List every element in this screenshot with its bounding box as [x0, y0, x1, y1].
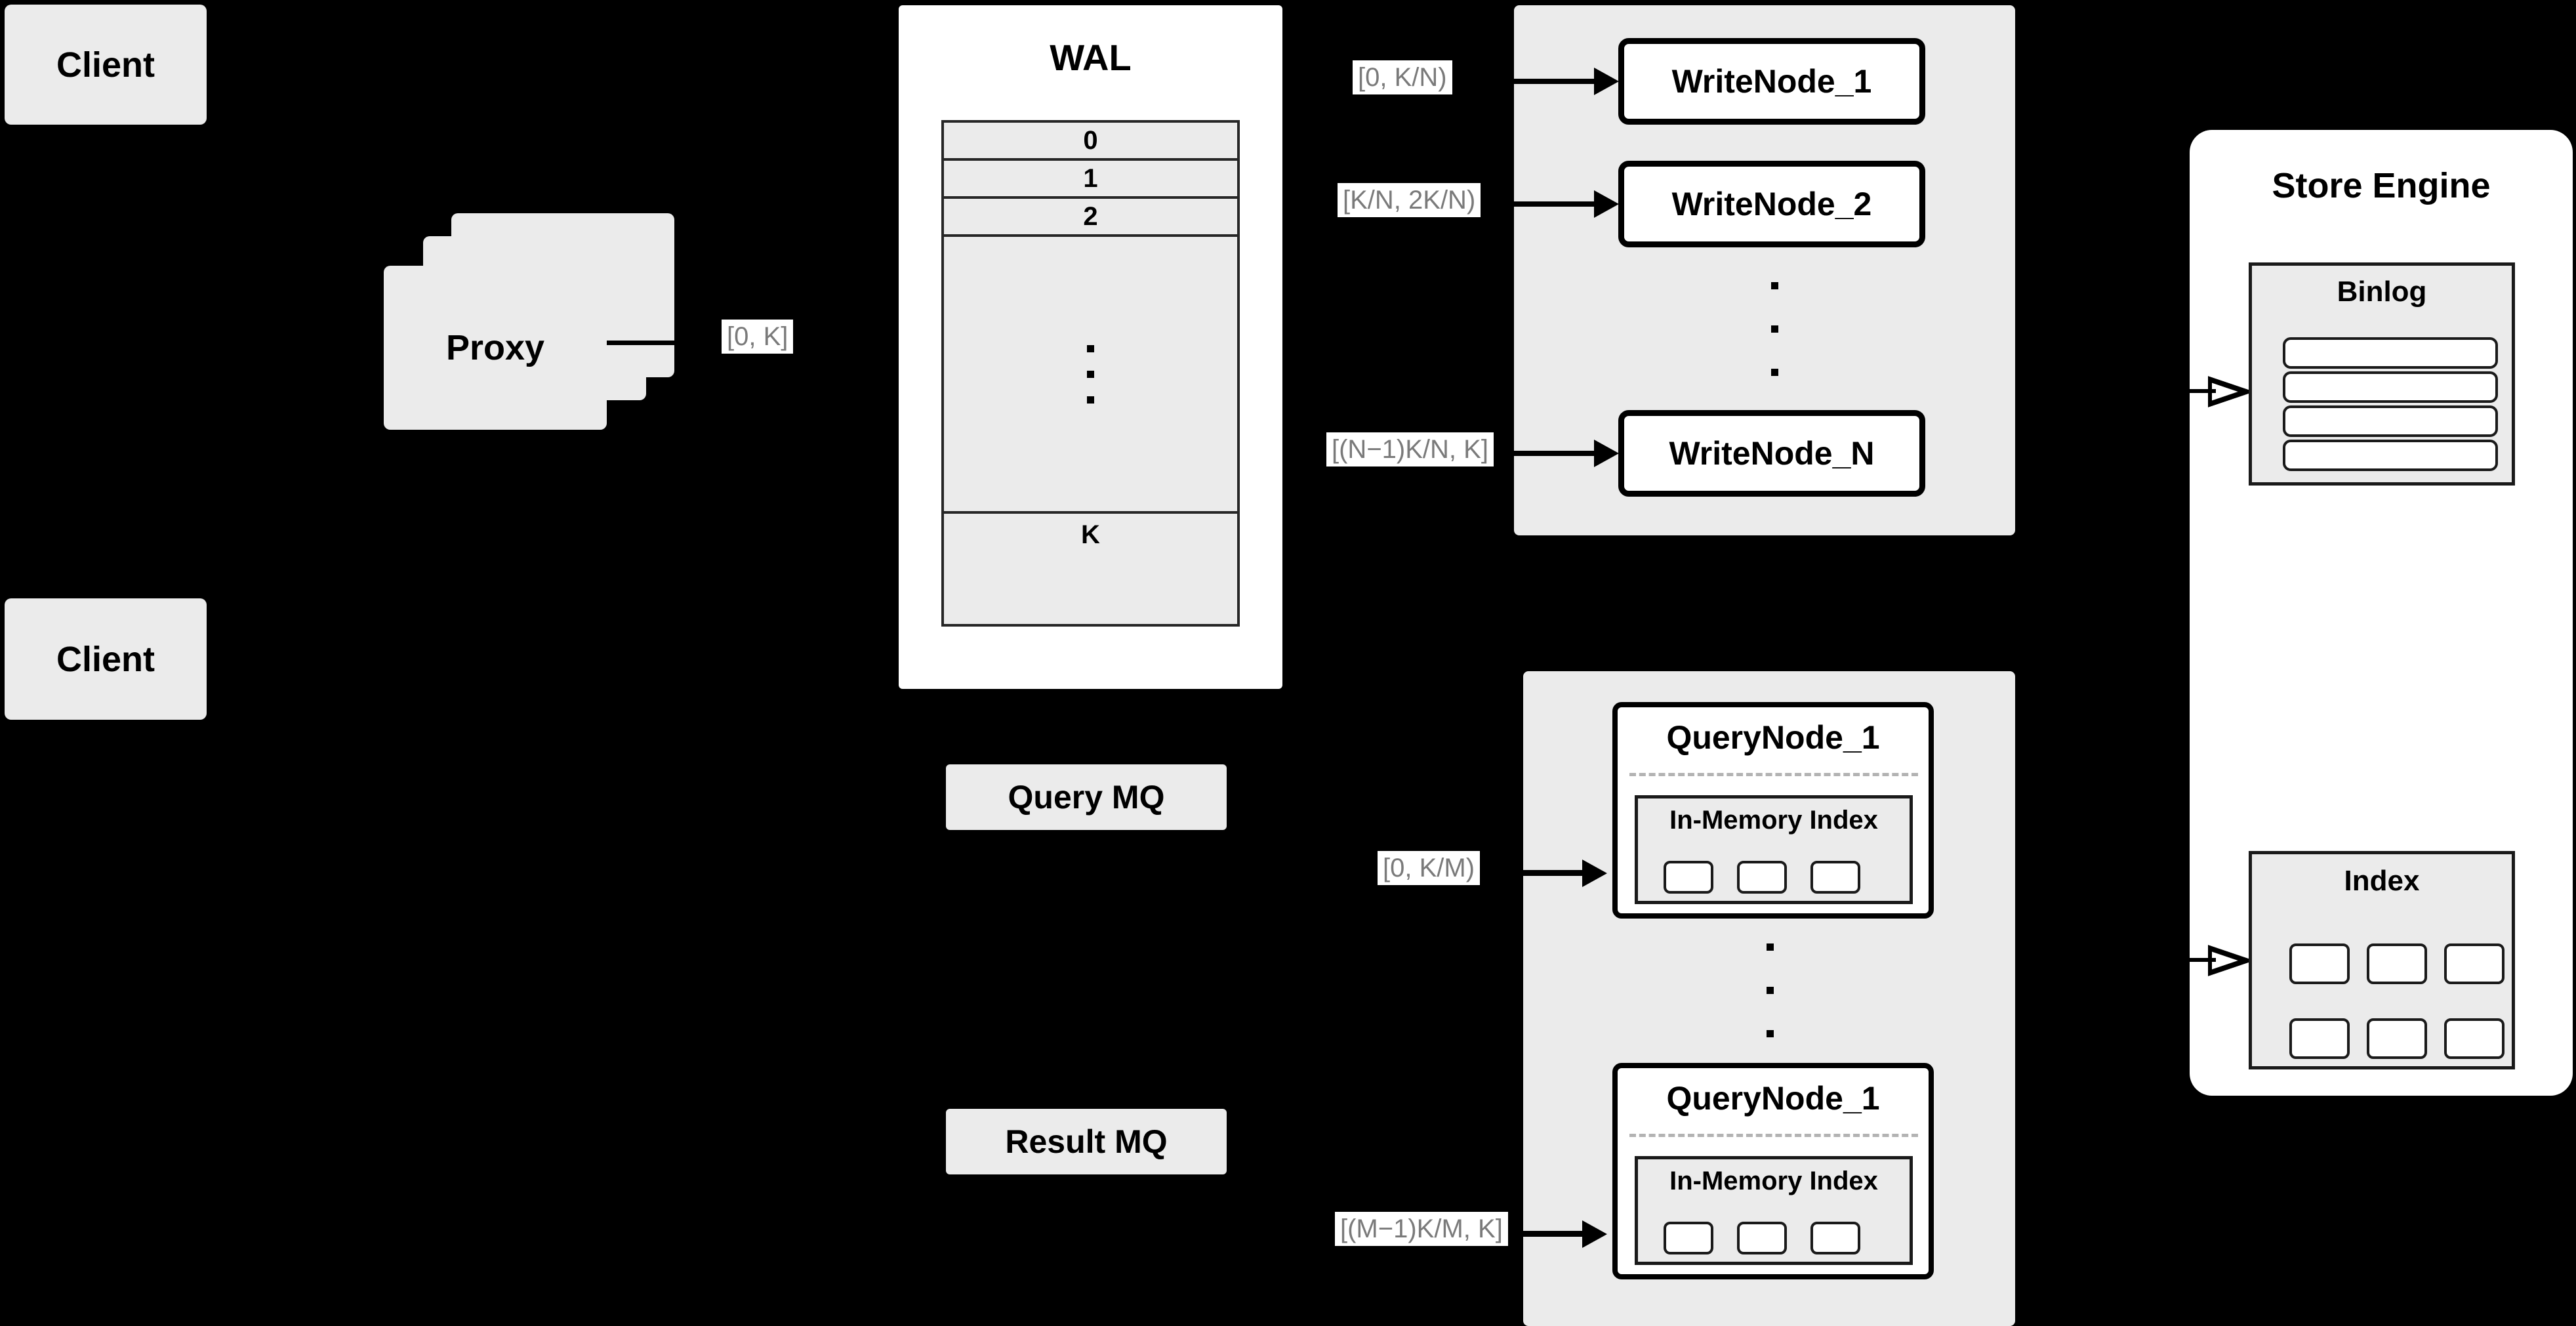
query-node-1-range-label-wrap: [0, K/M) [1378, 851, 1481, 885]
query-node-1-arrow-head [1582, 860, 1607, 887]
query-cluster-ellipsis [1763, 943, 1776, 1037]
index-cell [2289, 943, 2350, 984]
index-arrow-head-open-icon [2208, 945, 2249, 976]
write-node-1-range-label: [0, K/N) [1353, 60, 1452, 94]
query-node-2-range-label: [(M−1)K/M, K] [1335, 1212, 1508, 1246]
store-engine-title: Store Engine [2272, 166, 2491, 205]
query-node-2-arrow-head [1582, 1220, 1607, 1248]
write-node-1-label: WriteNode_1 [1671, 63, 1872, 100]
write-node-n-arrow-line [1514, 451, 1599, 456]
query-node-2-index-cell [1737, 1222, 1787, 1254]
binlog-segment [2283, 405, 2498, 437]
write-node-2[interactable]: WriteNode_2 [1618, 161, 1925, 247]
query-node-2-index-title: In-Memory Index [1669, 1167, 1878, 1195]
client-box-1[interactable]: Client [5, 5, 207, 125]
binlog-arrow-line [2178, 389, 2216, 393]
wal-row-label-k: K [1081, 520, 1100, 549]
write-node-n-range-label: [(N−1)K/N, K] [1326, 432, 1494, 466]
ellipsis-dot-icon [1770, 325, 1778, 333]
index-cell [2289, 1018, 2350, 1059]
ellipsis-dot-icon [1766, 987, 1774, 994]
write-node-1-arrow-line [1514, 79, 1599, 84]
write-node-2-label: WriteNode_2 [1671, 186, 1872, 222]
query-node-1-index-cell [1664, 861, 1713, 894]
binlog-title: Binlog [2337, 276, 2427, 308]
index-cell [2444, 943, 2504, 984]
client-label-2: Client [56, 639, 155, 679]
proxy-edge-label-wrap: [0, K] [722, 320, 794, 354]
wal-row-0: 0 [944, 123, 1237, 161]
wal-row-1: 1 [944, 161, 1237, 199]
ellipsis-dot-icon [1766, 1030, 1774, 1037]
write-node-2-range-label-wrap: [K/N, 2K/N) [1338, 183, 1481, 217]
write-node-n-range-label-wrap: [(N−1)K/N, K] [1326, 432, 1494, 466]
query-node-1-index-title: In-Memory Index [1669, 806, 1878, 835]
proxy-edge-label: [0, K] [722, 320, 794, 354]
binlog-segment [2283, 371, 2498, 403]
client-box-2[interactable]: Client [5, 598, 207, 720]
write-node-1-arrow-head [1594, 68, 1619, 95]
query-node-1-range-label: [0, K/M) [1378, 851, 1481, 885]
query-node-2-index-cell [1664, 1222, 1713, 1254]
write-node-n-arrow-head [1594, 440, 1619, 467]
write-node-1[interactable]: WriteNode_1 [1618, 38, 1925, 125]
write-node-n[interactable]: WriteNode_N [1618, 410, 1925, 497]
query-node-1-index-cell [1810, 861, 1860, 894]
binlog-segment [2283, 440, 2498, 471]
ellipsis-dot-icon [1087, 344, 1094, 352]
wal-row-k: K [944, 514, 1237, 556]
query-node-2-separator [1629, 1134, 1918, 1137]
index-cell [2367, 943, 2427, 984]
wal-row-label-1: 1 [1083, 163, 1098, 193]
write-node-2-range-label: [K/N, 2K/N) [1338, 183, 1481, 217]
query-node-2-range-label-wrap: [(M−1)K/M, K] [1335, 1212, 1508, 1246]
binlog-arrow-head-open-icon [2208, 376, 2249, 407]
query-node-2-arrow-line [1523, 1231, 1587, 1237]
index-title: Index [2344, 865, 2420, 897]
binlog-segment [2283, 337, 2498, 369]
wal-row-label-0: 0 [1083, 125, 1098, 155]
wal-row-ellipsis [944, 237, 1237, 514]
query-node-1-arrow-line [1523, 870, 1587, 876]
wal-row-label-2: 2 [1083, 201, 1098, 231]
query-mq-box[interactable]: Query MQ [946, 764, 1227, 830]
query-node-1-index-cell [1737, 861, 1787, 894]
client-label-1: Client [56, 45, 155, 85]
write-node-2-arrow-line [1514, 201, 1599, 207]
result-mq-label: Result MQ [1005, 1123, 1168, 1160]
write-node-1-range-label-wrap: [0, K/N) [1353, 60, 1452, 94]
query-node-1-title: QueryNode_1 [1666, 719, 1880, 756]
proxy-box[interactable]: Proxy [384, 266, 607, 430]
write-node-n-label: WriteNode_N [1669, 435, 1875, 472]
ellipsis-dot-icon [1766, 943, 1774, 951]
query-node-2-title: QueryNode_1 [1666, 1080, 1880, 1117]
ellipsis-dot-icon [1770, 282, 1778, 289]
ellipsis-dot-icon [1087, 396, 1094, 404]
query-mq-label: Query MQ [1008, 779, 1165, 816]
ellipsis-dot-icon [1770, 369, 1778, 376]
proxy-label: Proxy [445, 328, 545, 367]
wal-title: WAL [1050, 37, 1132, 78]
result-mq-box[interactable]: Result MQ [946, 1109, 1227, 1174]
write-cluster-ellipsis [1768, 282, 1781, 376]
ellipsis-dot-icon [1087, 370, 1094, 378]
wal-entries-table: 0 1 2 K [941, 120, 1240, 627]
wal-row-2: 2 [944, 199, 1237, 237]
write-node-2-arrow-head [1594, 190, 1619, 218]
query-node-1-separator [1629, 773, 1918, 776]
index-arrow-line [2178, 958, 2216, 962]
index-cell [2444, 1018, 2504, 1059]
proxy-to-wal-line [607, 341, 692, 345]
index-cell [2367, 1018, 2427, 1059]
query-node-2-index-cell [1810, 1222, 1860, 1254]
